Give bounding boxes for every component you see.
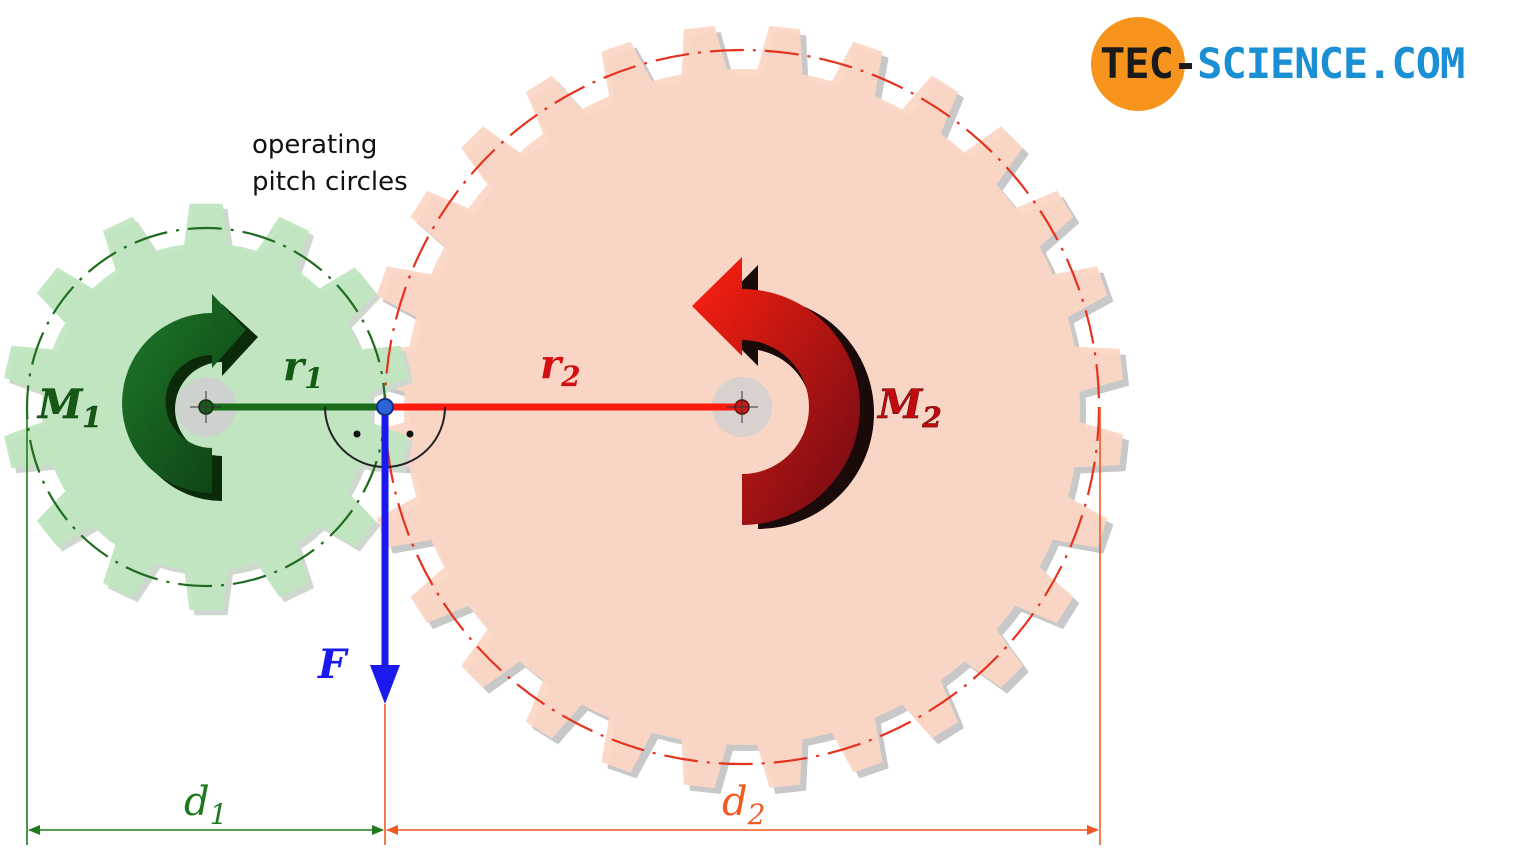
logo-circle [1091, 17, 1185, 111]
label-r1: r1 [283, 343, 324, 395]
small-gear-center [190, 391, 222, 423]
logo-text: TEC-SCIENCE.COM [1100, 39, 1465, 88]
torque-arrow-m1 [122, 294, 258, 501]
label-d2: d2 [722, 779, 765, 831]
logo-text-part2: SCIENCE.COM [1197, 39, 1465, 88]
large-gear-center [726, 391, 758, 423]
annotation-line2: pitch circles [252, 167, 408, 197]
contact-point [376, 398, 394, 416]
label-force: F [317, 641, 349, 688]
torque-arrow-m2 [692, 257, 874, 529]
label-d1: d1 [184, 779, 227, 831]
force-arrow-head [370, 665, 400, 704]
annotation-line1: operating [252, 130, 377, 160]
right-angle-dot-right [406, 430, 414, 438]
label-r2: r2 [540, 341, 581, 393]
right-angle-dot-left [353, 430, 361, 438]
logo-text-part1: TEC- [1100, 39, 1198, 88]
label-m1: M1 [36, 381, 102, 434]
label-m2: M2 [876, 381, 942, 434]
